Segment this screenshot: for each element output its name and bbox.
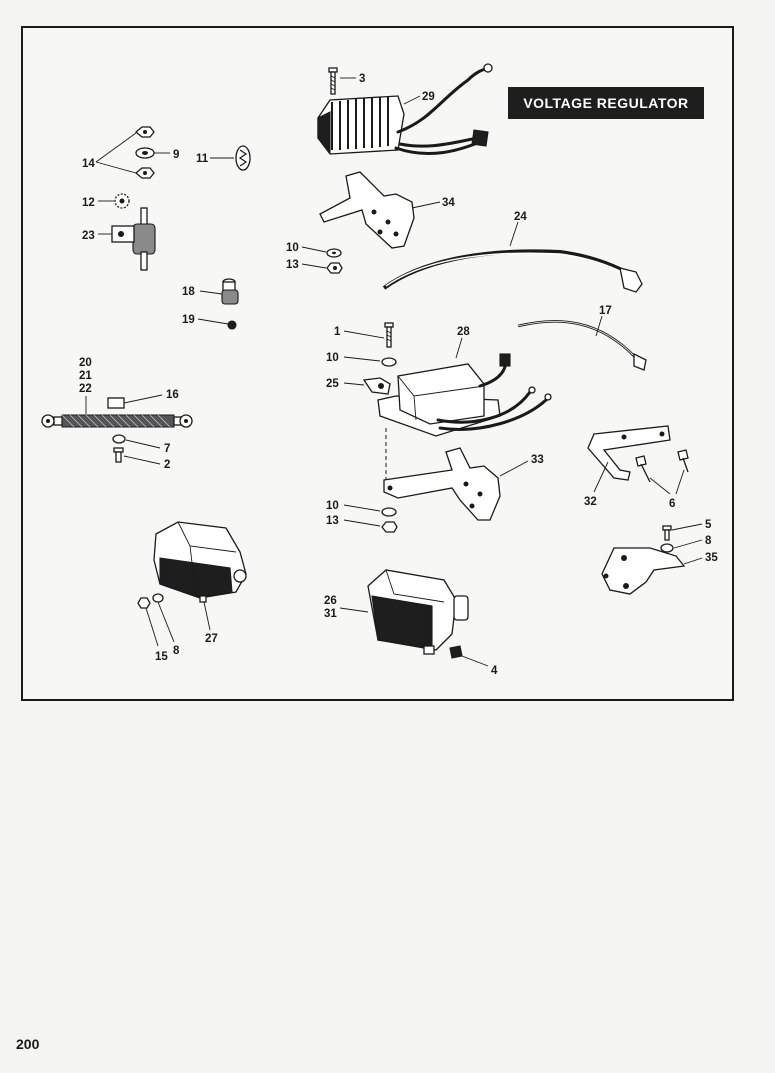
callout-1: 1 xyxy=(334,326,341,338)
callout-15: 15 xyxy=(155,651,168,663)
callout-18: 18 xyxy=(182,286,195,298)
part-14-nuts xyxy=(134,126,155,179)
part-23-terminal-stud xyxy=(111,207,156,271)
part-26-31-regulator xyxy=(367,569,469,655)
part-5-screw xyxy=(662,525,672,541)
callout-34: 34 xyxy=(442,197,455,209)
part-18-bushing xyxy=(221,278,239,305)
callout-23: 23 xyxy=(82,230,95,242)
leader-lines xyxy=(85,77,703,667)
page-number: 200 xyxy=(16,1036,40,1052)
part-35-mount-bracket xyxy=(601,547,686,595)
callout-5: 5 xyxy=(705,519,712,531)
callout-11: 11 xyxy=(196,153,209,165)
part-2-screw xyxy=(113,447,124,463)
part-11-star-washer xyxy=(235,145,251,171)
callout-24: 24 xyxy=(514,211,527,223)
part-13-nut-lower xyxy=(381,521,398,533)
part-8-washer-left xyxy=(152,593,164,603)
callout-8-right: 8 xyxy=(705,535,712,547)
callout-21: 21 xyxy=(79,370,92,382)
part-20-22-ground-strap xyxy=(41,414,193,428)
callout-12: 12 xyxy=(82,197,95,209)
part-4-screw xyxy=(449,645,463,659)
part-33-bracket xyxy=(383,447,501,521)
part-10-washer-lower xyxy=(381,507,397,517)
part-29-finned-regulator xyxy=(317,63,493,156)
callout-3: 3 xyxy=(359,73,365,85)
part-1-screw xyxy=(384,322,394,348)
callout-14: 14 xyxy=(82,158,95,170)
title-banner: VOLTAGE REGULATOR xyxy=(508,87,704,119)
part-12-lockwasher xyxy=(114,193,130,209)
callout-17: 17 xyxy=(599,305,612,317)
callout-19: 19 xyxy=(182,314,195,326)
part-24-wire xyxy=(382,249,643,293)
callout-6: 6 xyxy=(669,498,675,510)
part-10-washer-center xyxy=(381,357,397,367)
part-27-regulator xyxy=(153,521,247,603)
part-8-washer-right xyxy=(660,543,674,553)
callout-26: 26 xyxy=(324,595,337,607)
part-19-screw xyxy=(227,320,237,330)
callout-4: 4 xyxy=(491,665,498,677)
callout-20: 20 xyxy=(79,357,92,369)
callout-16: 16 xyxy=(166,389,179,401)
part-17-wire xyxy=(517,320,647,371)
diagram-title: VOLTAGE REGULATOR xyxy=(523,95,688,111)
callout-27: 27 xyxy=(205,633,218,645)
part-25-clip xyxy=(362,377,391,395)
callout-29: 29 xyxy=(422,91,435,103)
callout-13-top: 13 xyxy=(286,259,299,271)
callout-8-left: 8 xyxy=(173,645,180,657)
part-28-regulator xyxy=(377,353,552,437)
callout-7: 7 xyxy=(164,443,170,455)
callout-32: 32 xyxy=(584,496,597,508)
callout-33: 33 xyxy=(531,454,544,466)
part-34-bracket xyxy=(319,171,415,249)
callout-22: 22 xyxy=(79,383,92,395)
callout-28: 28 xyxy=(457,326,470,338)
callout-9: 9 xyxy=(173,149,179,161)
part-13-nut-top xyxy=(326,262,343,274)
callout-10-lower: 10 xyxy=(326,500,339,512)
part-15-nut xyxy=(137,597,151,609)
callout-25: 25 xyxy=(326,378,339,390)
part-6-screws xyxy=(635,449,689,483)
part-10-washer-top xyxy=(326,248,342,258)
part-16-clip xyxy=(107,397,125,409)
part-3-screw xyxy=(328,67,338,95)
callout-10-top: 10 xyxy=(286,242,299,254)
part-7-washer xyxy=(112,434,126,444)
part-9-washer xyxy=(135,147,155,159)
callout-10-center: 10 xyxy=(326,352,339,364)
part-32-bracket xyxy=(587,425,671,481)
callout-35: 35 xyxy=(705,552,718,564)
callout-labels: 3 29 34 24 14 9 11 12 23 18 19 10 13 20 … xyxy=(79,73,718,677)
callout-2: 2 xyxy=(164,459,170,471)
callout-13-lower: 13 xyxy=(326,515,339,527)
callout-31: 31 xyxy=(324,608,337,620)
